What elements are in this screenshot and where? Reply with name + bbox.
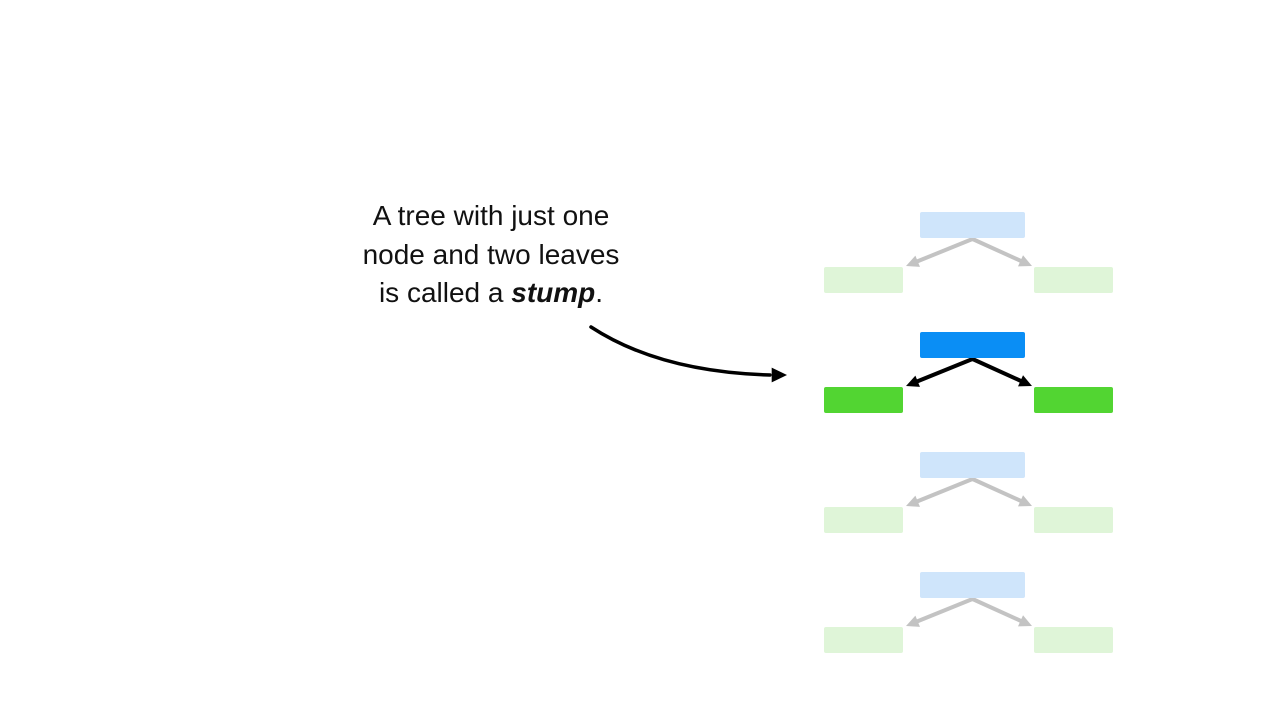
pointer-curve bbox=[589, 325, 772, 377]
stump-2-right-leaf bbox=[1034, 387, 1113, 413]
stump-2-root-node bbox=[920, 332, 1025, 358]
stump-2-edges bbox=[906, 357, 1032, 387]
caption-line-3: is called a stump. bbox=[320, 274, 662, 313]
stump-4-root-node bbox=[920, 572, 1025, 598]
caption-line-3-prefix: is called a bbox=[378, 277, 512, 308]
stump-2 bbox=[824, 332, 1113, 413]
stump-4 bbox=[824, 572, 1113, 653]
stump-1-left-leaf bbox=[824, 267, 903, 293]
stump-1-right-leaf bbox=[1034, 267, 1113, 293]
stump-definition-text: A tree with just one node and two leaves… bbox=[320, 197, 662, 313]
caption-line-1: A tree with just one bbox=[372, 200, 610, 231]
stump-3-edges bbox=[906, 477, 1032, 507]
stump-4-right-leaf bbox=[1034, 627, 1113, 653]
stump-3-root-node bbox=[920, 452, 1025, 478]
stump-term: stump bbox=[511, 277, 596, 308]
stumps-column bbox=[824, 212, 1113, 653]
stump-2-left-leaf bbox=[824, 387, 903, 413]
stump-3 bbox=[824, 452, 1113, 533]
pointer-arrow bbox=[589, 325, 787, 383]
stump-1-root-node bbox=[920, 212, 1025, 238]
stump-3-right-leaf bbox=[1034, 507, 1113, 533]
caption-line-2: node and two leaves bbox=[362, 238, 620, 270]
pointer-arrowhead bbox=[771, 367, 787, 383]
stump-4-edges bbox=[906, 597, 1032, 627]
caption-line-3-suffix: . bbox=[595, 277, 604, 308]
stump-3-left-leaf bbox=[824, 507, 903, 533]
stump-4-left-leaf bbox=[824, 627, 903, 653]
stump-1-edges bbox=[906, 237, 1032, 267]
stump-1 bbox=[824, 212, 1113, 293]
